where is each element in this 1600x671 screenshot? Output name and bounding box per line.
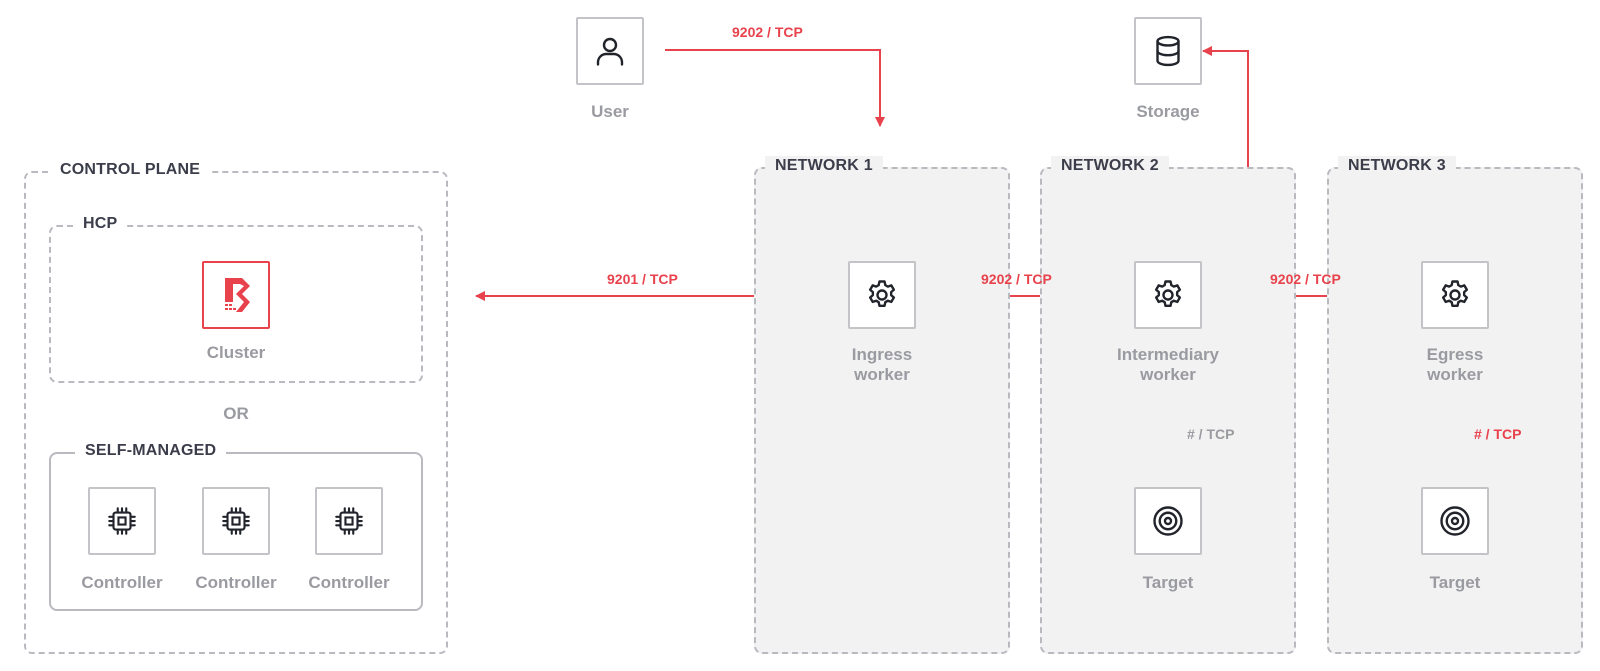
connection-label-user-to-ingress: 9202 / TCP <box>732 24 803 40</box>
network-1-title: NETWORK 1 <box>765 156 883 176</box>
gear-icon <box>1154 280 1182 307</box>
intermediary-worker-label: Intermediary worker <box>1116 345 1220 384</box>
control-plane-group <box>24 171 448 654</box>
controller-label-2: Controller <box>195 573 277 592</box>
gear-icon <box>868 280 896 307</box>
hcp-group <box>49 225 423 383</box>
self-managed-group <box>49 452 423 611</box>
controller-label-3: Controller <box>308 573 390 592</box>
network-3-title: NETWORK 3 <box>1338 156 1456 176</box>
cluster-node[interactable] <box>202 261 270 329</box>
egress-worker-node[interactable] <box>1421 261 1489 329</box>
network-3-group <box>1327 167 1583 654</box>
target-label-network-2: Target <box>1142 573 1194 592</box>
cluster-label: Cluster <box>206 343 266 362</box>
chip-icon <box>108 507 136 535</box>
user-icon <box>596 37 624 66</box>
target-label-network-3: Target <box>1429 573 1481 592</box>
control-plane-title: CONTROL PLANE <box>50 160 211 180</box>
controller-node-2[interactable] <box>202 487 270 555</box>
connection-label-intermediary-to-target: # / TCP <box>1187 426 1235 442</box>
controller-node-1[interactable] <box>88 487 156 555</box>
connection-label-egress-to-target: # / TCP <box>1474 426 1522 442</box>
network-2-title: NETWORK 2 <box>1051 156 1169 176</box>
target-node-network-3[interactable] <box>1421 487 1489 555</box>
ingress-worker-node[interactable] <box>848 261 916 329</box>
chip-icon <box>335 507 363 535</box>
database-icon <box>1156 35 1180 67</box>
or-text: OR <box>223 404 249 423</box>
network-1-group <box>754 167 1010 654</box>
self-managed-title: SELF-MANAGED <box>75 441 227 461</box>
target-icon <box>1440 506 1470 536</box>
connection-label-egress-to-intermediary: 9202 / TCP <box>1270 271 1341 287</box>
target-node-network-2[interactable] <box>1134 487 1202 555</box>
target-icon <box>1153 506 1183 536</box>
storage-label: Storage <box>1136 102 1200 121</box>
controller-label-1: Controller <box>81 573 163 592</box>
ingress-worker-label: Ingress worker <box>851 345 913 384</box>
egress-worker-label: Egress worker <box>1426 345 1484 384</box>
connection-label-ingress-to-control-plane: 9201 / TCP <box>607 271 678 287</box>
controller-node-3[interactable] <box>315 487 383 555</box>
hcp-title: HCP <box>73 214 128 234</box>
user-label: User <box>591 102 629 121</box>
storage-node[interactable] <box>1134 17 1202 85</box>
intermediary-worker-node[interactable] <box>1134 261 1202 329</box>
boundary-logo-icon <box>225 278 250 312</box>
chip-icon <box>222 507 250 535</box>
arrow-user-to-ingress <box>665 49 885 127</box>
connection-label-intermediary-to-ingress: 9202 / TCP <box>981 271 1052 287</box>
user-node[interactable] <box>576 17 644 85</box>
gear-icon <box>1441 280 1469 307</box>
